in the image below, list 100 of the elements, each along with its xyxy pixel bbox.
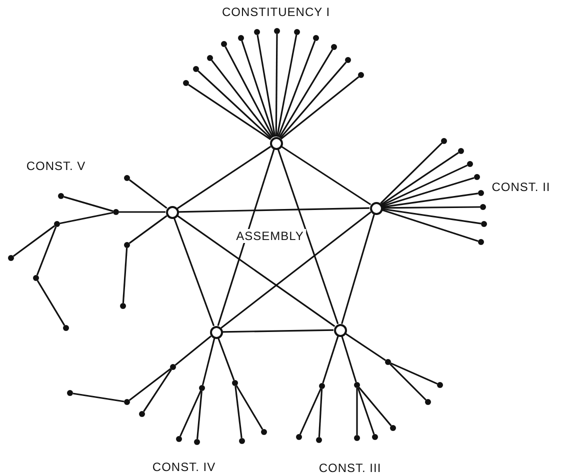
connector-line <box>382 206 480 209</box>
connector-line <box>382 208 482 224</box>
member-dot <box>354 435 360 441</box>
connector-line <box>357 388 375 434</box>
connector-line <box>72 392 124 402</box>
assembly-circle <box>210 326 222 338</box>
member-dot <box>232 380 238 386</box>
member-dot <box>261 429 267 435</box>
connector-line <box>128 215 168 244</box>
assembly-circle <box>166 206 178 218</box>
connector-line <box>280 146 372 206</box>
member-dot <box>385 359 391 365</box>
member-dot <box>199 385 205 391</box>
connector-line <box>222 329 334 333</box>
connector-line <box>382 177 474 207</box>
group-label: CONST. III <box>318 461 382 475</box>
connector-line <box>234 386 242 438</box>
connector-line <box>382 209 478 242</box>
connector-line <box>299 388 322 435</box>
member-dot <box>358 72 364 78</box>
member-dot <box>390 425 396 431</box>
member-dot <box>467 161 473 167</box>
member-dot <box>239 438 245 444</box>
connector-line <box>341 214 375 324</box>
connector-line <box>220 211 372 329</box>
group-label: ASSEMBLY <box>234 229 306 243</box>
member-dot <box>296 434 302 440</box>
member-dot <box>238 35 244 41</box>
member-dot <box>441 138 447 144</box>
connector-line <box>276 34 298 137</box>
member-dot <box>372 434 378 440</box>
connector-line <box>178 207 370 213</box>
member-dot <box>54 221 60 227</box>
connector-line <box>128 179 168 209</box>
connector-line <box>241 40 275 138</box>
connector-line <box>176 215 336 327</box>
connector-line <box>382 164 468 206</box>
member-dot <box>319 383 325 389</box>
member-dot <box>139 411 145 417</box>
member-dot <box>63 325 69 331</box>
connector-line <box>188 84 272 140</box>
connector-line <box>318 388 323 438</box>
member-dot <box>124 175 130 181</box>
group-label: CONSTITUENCY I <box>222 5 330 19</box>
member-dot <box>113 209 119 215</box>
member-dot <box>207 55 213 61</box>
member-dot <box>331 44 337 50</box>
assembly-circle <box>370 202 382 214</box>
connector-line <box>256 34 276 137</box>
connector-line <box>322 336 339 384</box>
member-dot <box>316 437 322 443</box>
member-dot <box>58 193 64 199</box>
member-dot <box>437 382 443 388</box>
group-label: CONST. IV <box>152 460 216 474</box>
member-dot <box>183 80 189 86</box>
connector-line <box>174 335 212 366</box>
group-label: CONST. II <box>492 180 550 194</box>
member-dot <box>120 303 126 309</box>
connector-line <box>236 385 264 430</box>
connector-line <box>382 192 478 208</box>
member-dot <box>478 190 484 196</box>
member-dot <box>193 66 199 72</box>
connector-line <box>202 338 216 386</box>
connector-line <box>36 280 66 326</box>
member-dot <box>474 174 480 180</box>
member-dot <box>480 204 486 210</box>
connector-line <box>176 146 272 210</box>
member-dot <box>194 439 200 445</box>
member-dot <box>313 35 319 41</box>
member-dot <box>221 41 227 47</box>
connector-line <box>217 148 275 326</box>
connector-line <box>128 368 172 401</box>
member-dot <box>8 255 14 261</box>
member-dot <box>67 390 73 396</box>
connector-line <box>278 49 334 138</box>
assembly-circle <box>334 324 346 336</box>
group-label: CONST. V <box>26 159 86 173</box>
connector-line <box>280 76 360 140</box>
connector-line <box>143 369 172 412</box>
member-dot <box>345 57 351 63</box>
connector-line <box>122 248 128 304</box>
connector-line <box>380 152 459 206</box>
connector-line <box>341 336 357 382</box>
member-dot <box>254 29 260 35</box>
connector-line <box>211 60 273 138</box>
connector-line <box>198 70 272 140</box>
connector-line <box>278 40 316 138</box>
connector-line <box>179 390 202 437</box>
connector-line <box>380 142 442 204</box>
connector-line <box>356 388 358 435</box>
member-dot <box>124 399 130 405</box>
connector-line <box>60 212 114 224</box>
member-dot <box>274 28 280 34</box>
member-dot <box>354 382 360 388</box>
member-dot <box>124 242 130 248</box>
member-dot <box>170 364 176 370</box>
connector-line <box>280 62 347 139</box>
connector-line <box>12 225 56 257</box>
connector-line <box>218 338 235 380</box>
connector-line <box>64 196 114 212</box>
